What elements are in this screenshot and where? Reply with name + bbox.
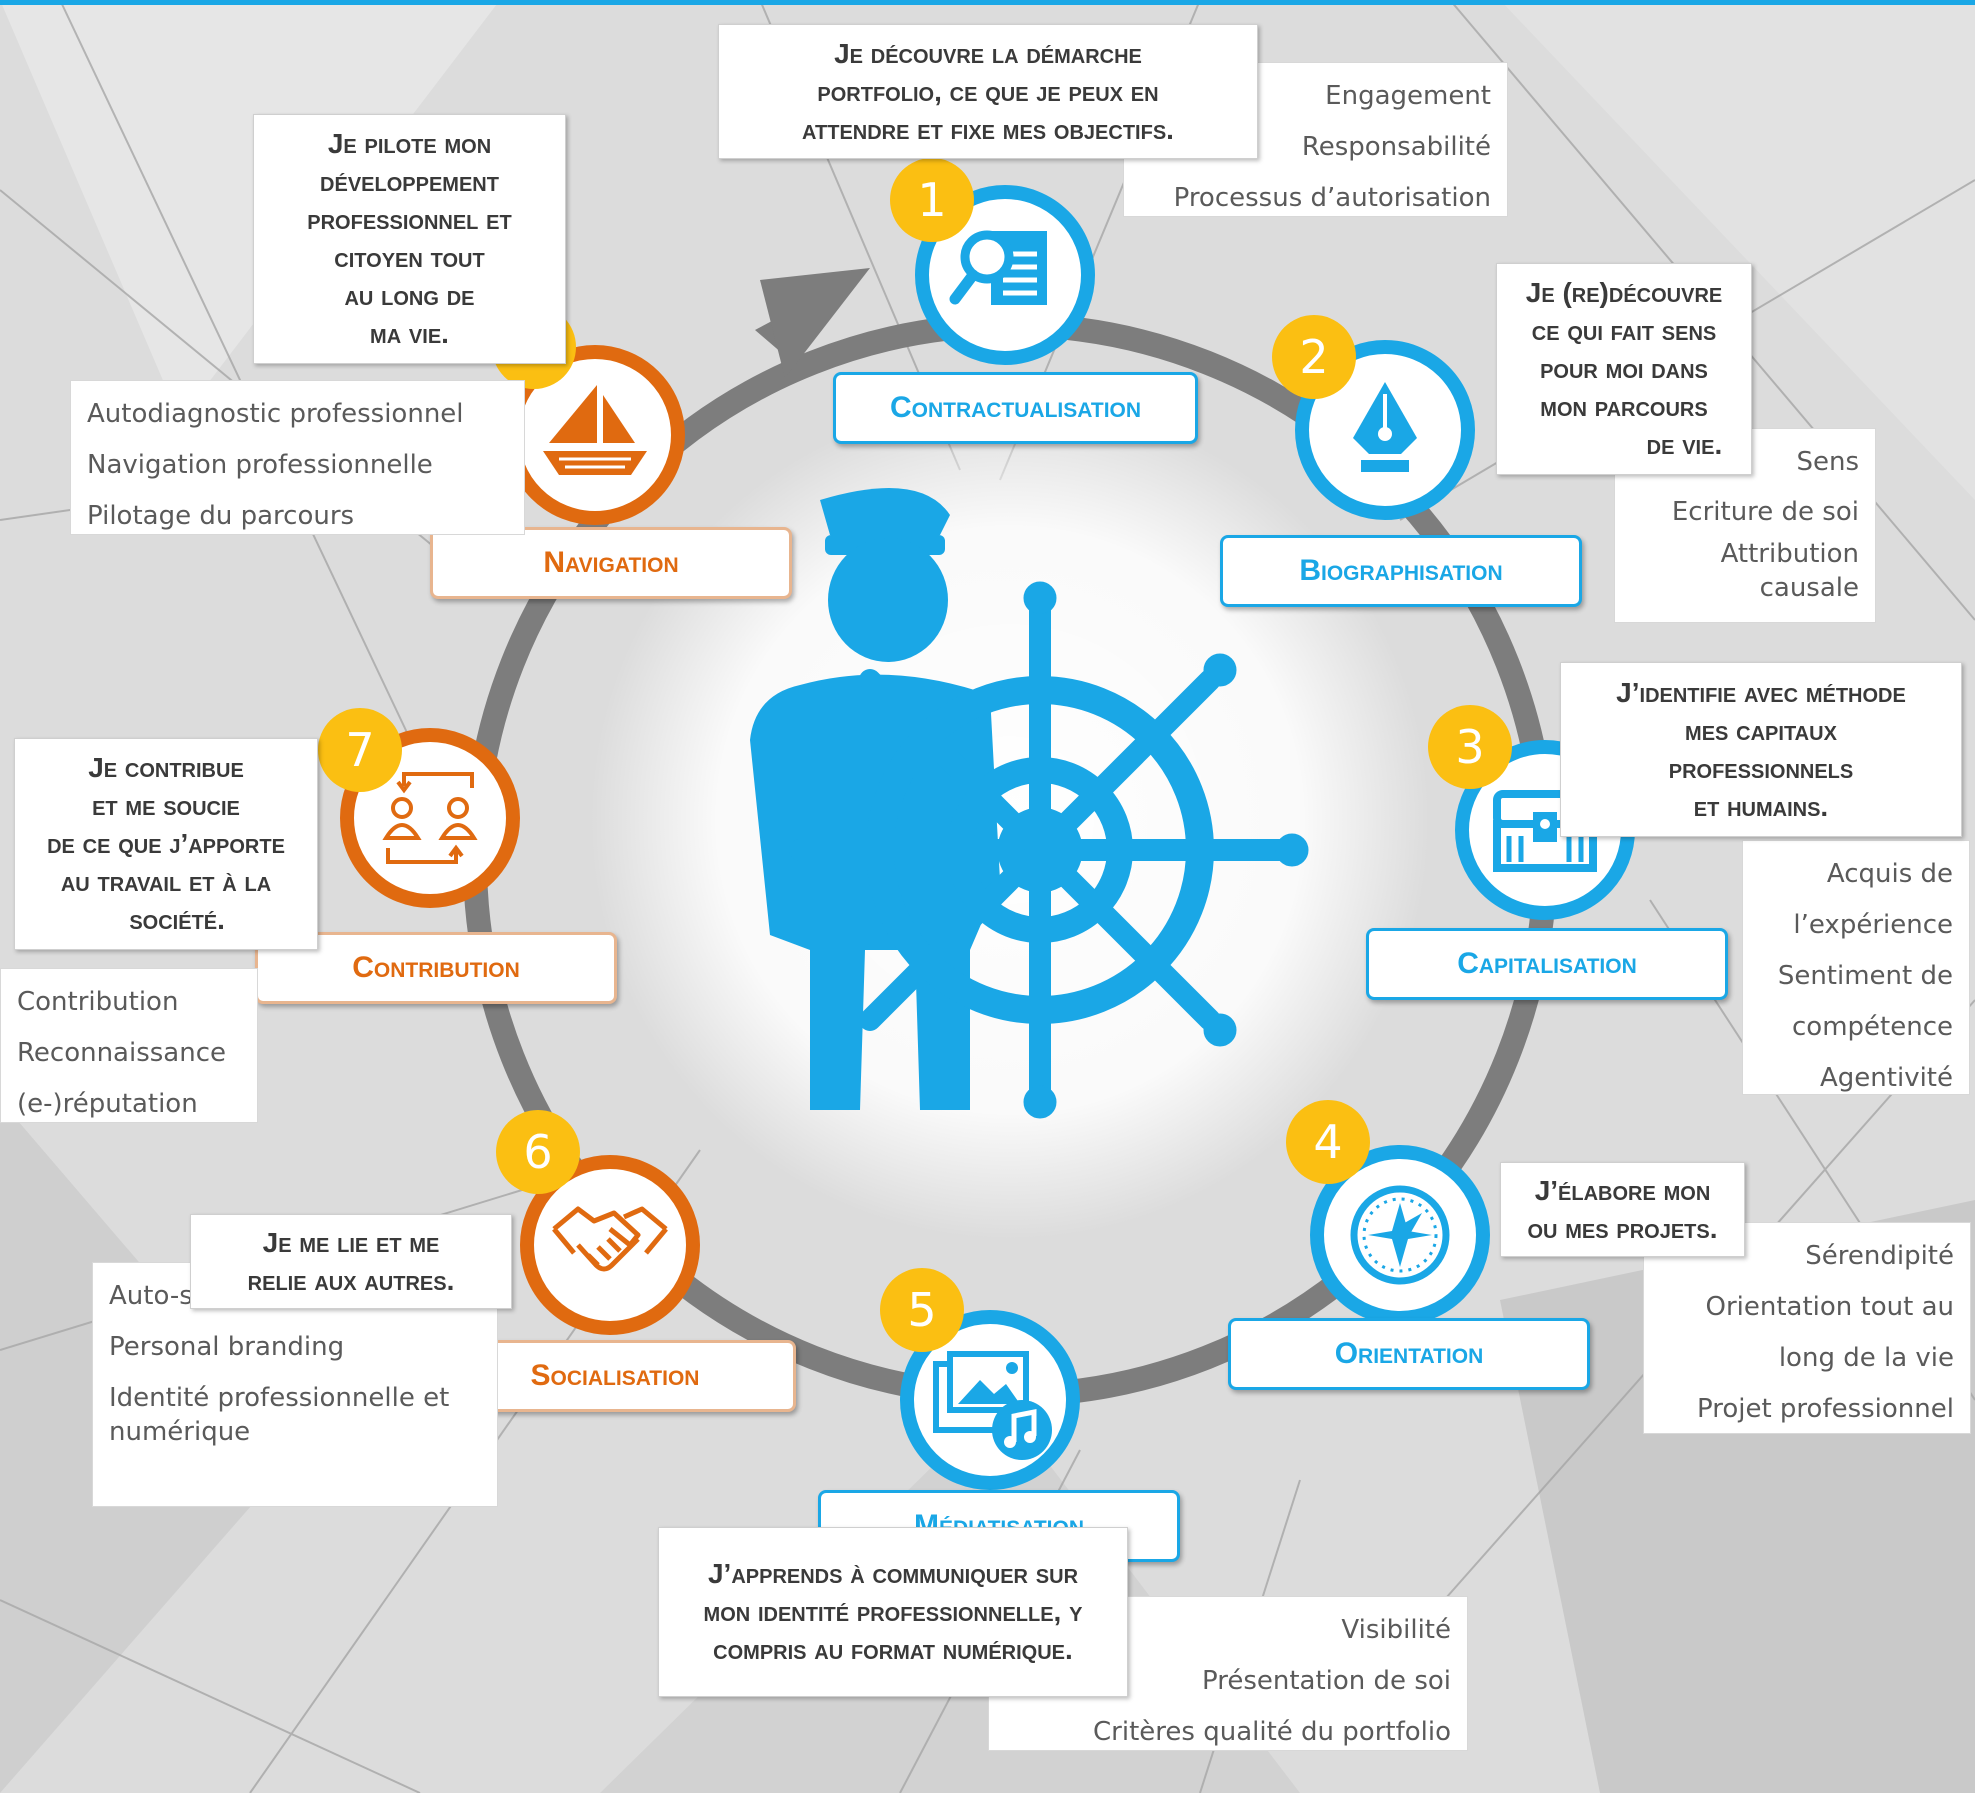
keyword: Contribution <box>17 987 179 1017</box>
quote-line: ma vie. <box>370 318 449 349</box>
keyword: Autodiagnostic professionnel <box>87 399 464 429</box>
quote-line: Je (re)découvre <box>1525 277 1723 308</box>
step-3-keywords: Acquis de l’expérience Sentiment de comp… <box>1742 840 1970 1095</box>
keyword: (e-)réputation <box>17 1089 198 1119</box>
top-accent-bar <box>0 0 1975 5</box>
keyword: Projet professionnel <box>1696 1394 1954 1424</box>
quote-line: professionnel et <box>307 204 512 235</box>
quote-line: mes capitaux <box>1685 714 1837 746</box>
step-1-keywords: Engagement Responsabilité Processus d’au… <box>1123 62 1508 217</box>
quote-line: au travail et à la <box>60 866 272 897</box>
keyword: Attribution causale <box>1720 539 1859 603</box>
quote-line: relie aux autres. <box>247 1264 455 1296</box>
handshake-icon <box>552 1206 668 1272</box>
keyword: Critères qualité du portfolio <box>1093 1717 1451 1747</box>
step-5-badge: 5 <box>880 1268 964 1352</box>
keyword: Identité professionnelle et numérique <box>109 1383 450 1447</box>
keyword: Acquis de <box>1826 859 1953 889</box>
quote-line: mon parcours <box>1540 391 1708 422</box>
quote-line: Je pilote mon <box>327 128 492 159</box>
quote-line: de vie. <box>1646 429 1723 460</box>
quote-line: société. <box>129 904 225 935</box>
quote-line: ce qui fait sens <box>1531 315 1717 346</box>
quote-line: Je découvre la démarche <box>834 37 1142 69</box>
compass-icon <box>1350 1185 1450 1285</box>
quote-line: développement <box>320 166 499 197</box>
quote-line: attendre et fixe mes objectifs. <box>802 113 1174 145</box>
quote-line: citoyen tout <box>334 242 485 273</box>
step-3-badge: 3 <box>1428 705 1512 789</box>
search-document-icon <box>949 230 1047 305</box>
quote-line: pour moi dans <box>1540 353 1708 384</box>
quote-line: J’identifie avec méthode <box>1616 676 1906 708</box>
quote-line: J’élabore mon <box>1534 1174 1711 1206</box>
keyword: Responsabilité <box>1301 132 1491 162</box>
quote-line: professionnels <box>1668 752 1854 784</box>
exchange-people-icon <box>382 772 478 864</box>
step-8-label[interactable]: Navigation <box>430 527 792 599</box>
keyword: Visibilité <box>1341 1615 1451 1645</box>
quote-line: J’apprends à communiquer sur <box>707 1558 1079 1589</box>
step-2-badge: 2 <box>1272 315 1356 399</box>
media-icon <box>933 1351 1052 1460</box>
step-8-keywords: Autodiagnostic professionnel Navigation … <box>70 380 525 535</box>
step-7-label[interactable]: Contribution <box>255 932 617 1004</box>
step-3-label[interactable]: Capitalisation <box>1366 928 1728 1000</box>
keyword: Navigation professionnelle <box>87 450 433 480</box>
step-4-keywords: Sérendipité Orientation tout au long de … <box>1643 1222 1971 1434</box>
step-3-quote: J’identifie avec méthode mes capitaux pr… <box>1560 662 1962 837</box>
keyword: Processus d’autorisation <box>1173 183 1491 213</box>
quote-line: mon identité professionnelle, y <box>703 1596 1083 1627</box>
quote-line: Je me lie et me <box>262 1226 440 1258</box>
keyword: compétence <box>1792 1012 1953 1042</box>
step-6-badge: 6 <box>496 1110 580 1194</box>
keyword: Reconnaissance <box>17 1038 227 1068</box>
step-7-quote: Je contribue et me soucie de ce que j’ap… <box>14 738 318 950</box>
step-6-quote: Je me lie et me relie aux autres. <box>190 1214 512 1309</box>
quote-line: ou mes projets. <box>1527 1212 1718 1244</box>
quote-line: portfolio, ce que je peux en <box>817 75 1159 107</box>
treasure-chest-icon <box>1493 790 1597 872</box>
fountain-pen-icon <box>1353 382 1417 472</box>
step-2-quote: Je (re)découvre ce qui fait sens pour mo… <box>1496 263 1752 475</box>
keyword: Pilotage du parcours <box>87 501 355 531</box>
keyword: Orientation tout au <box>1705 1292 1955 1322</box>
keyword: Agentivité <box>1820 1063 1953 1093</box>
step-5-quote: J’apprends à communiquer sur mon identit… <box>658 1527 1128 1697</box>
step-4-quote: J’élabore mon ou mes projets. <box>1500 1162 1745 1257</box>
step-1-label[interactable]: Contractualisation <box>833 372 1198 444</box>
quote-line: et me soucie <box>92 790 240 821</box>
quote-line: compris au format numérique. <box>713 1634 1073 1665</box>
step-8-quote: Je pilote mon développement professionne… <box>253 114 566 364</box>
keyword: long de la vie <box>1778 1343 1954 1373</box>
step-4-badge: 4 <box>1286 1100 1370 1184</box>
step-4-label[interactable]: Orientation <box>1228 1318 1590 1390</box>
keyword: Présentation de soi <box>1202 1666 1451 1696</box>
keyword: Sens <box>1796 447 1859 477</box>
step-7-keywords: Contribution Reconnaissance (e-)réputati… <box>0 968 258 1123</box>
sailboat-icon <box>543 385 647 475</box>
keyword: Personal branding <box>109 1332 345 1362</box>
step-7-badge: 7 <box>318 708 402 792</box>
keyword: Engagement <box>1325 81 1491 111</box>
quote-line: Je contribue <box>88 752 244 783</box>
captain-helm-icon <box>750 488 1309 1119</box>
keyword: Ecriture de soi <box>1671 497 1859 527</box>
keyword: Sérendipité <box>1805 1241 1954 1271</box>
keyword: Sentiment de <box>1777 961 1953 991</box>
step-1-quote: Je découvre la démarche portfolio, ce qu… <box>718 24 1258 159</box>
quote-line: et humains. <box>1693 790 1829 822</box>
quote-line: de ce que j’apporte <box>47 828 285 859</box>
keyword: l’expérience <box>1793 910 1953 940</box>
quote-line: au long de <box>344 280 475 311</box>
step-1-badge: 1 <box>890 158 974 242</box>
step-2-label[interactable]: Biographisation <box>1220 535 1582 607</box>
